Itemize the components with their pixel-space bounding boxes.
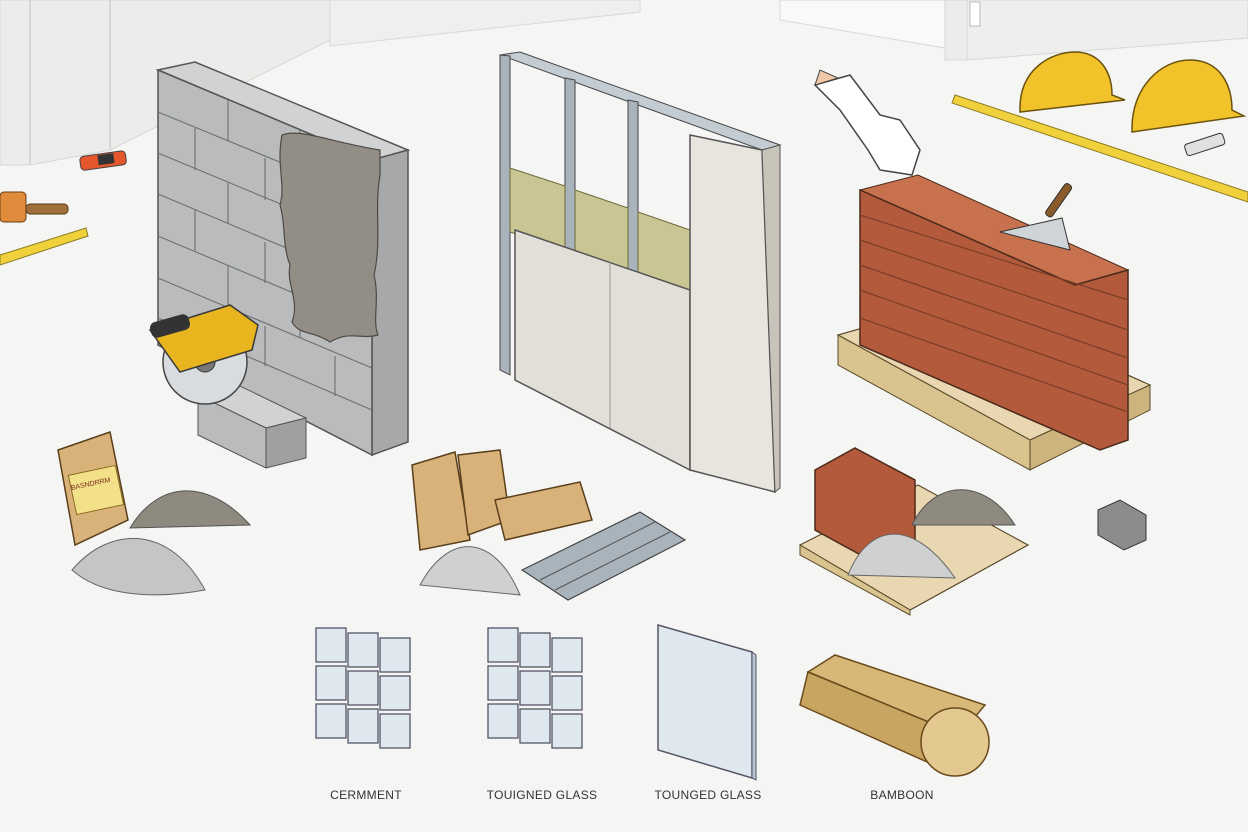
steel-channels — [520, 511, 687, 601]
label-tounged-glass: TOUNGED GLASS — [654, 788, 762, 802]
glass-block-grid-1 — [315, 627, 411, 749]
sand-pile-left — [71, 490, 252, 596]
small-concrete-block — [1097, 499, 1147, 551]
label-touigned-glass: TOUIGNED GLASS — [486, 788, 598, 802]
glass-block-grid-2 — [487, 627, 583, 749]
hard-hat-1 — [1019, 51, 1126, 113]
circular-saw — [148, 304, 259, 405]
tape-measure-left — [0, 227, 89, 266]
brick-stack-pallet — [798, 447, 1030, 616]
paint-brush — [0, 191, 69, 223]
trowel — [999, 183, 1073, 251]
utility-knife — [79, 150, 127, 171]
label-cerment: CERMMENT — [330, 788, 402, 802]
cement-bag-left: BASNDRRM — [57, 431, 129, 547]
glass-pane — [657, 624, 757, 781]
hard-hat-2 — [1131, 59, 1247, 133]
tape-measure-right — [951, 94, 1248, 203]
label-bamboon: BAMBOON — [870, 788, 934, 802]
brick-wall-on-pallet — [836, 174, 1152, 471]
bamboo-bundle — [799, 654, 990, 777]
steel-stud-drywall-wall — [499, 51, 782, 494]
cement-bags-center — [411, 449, 593, 596]
gloved-hand — [813, 69, 921, 176]
